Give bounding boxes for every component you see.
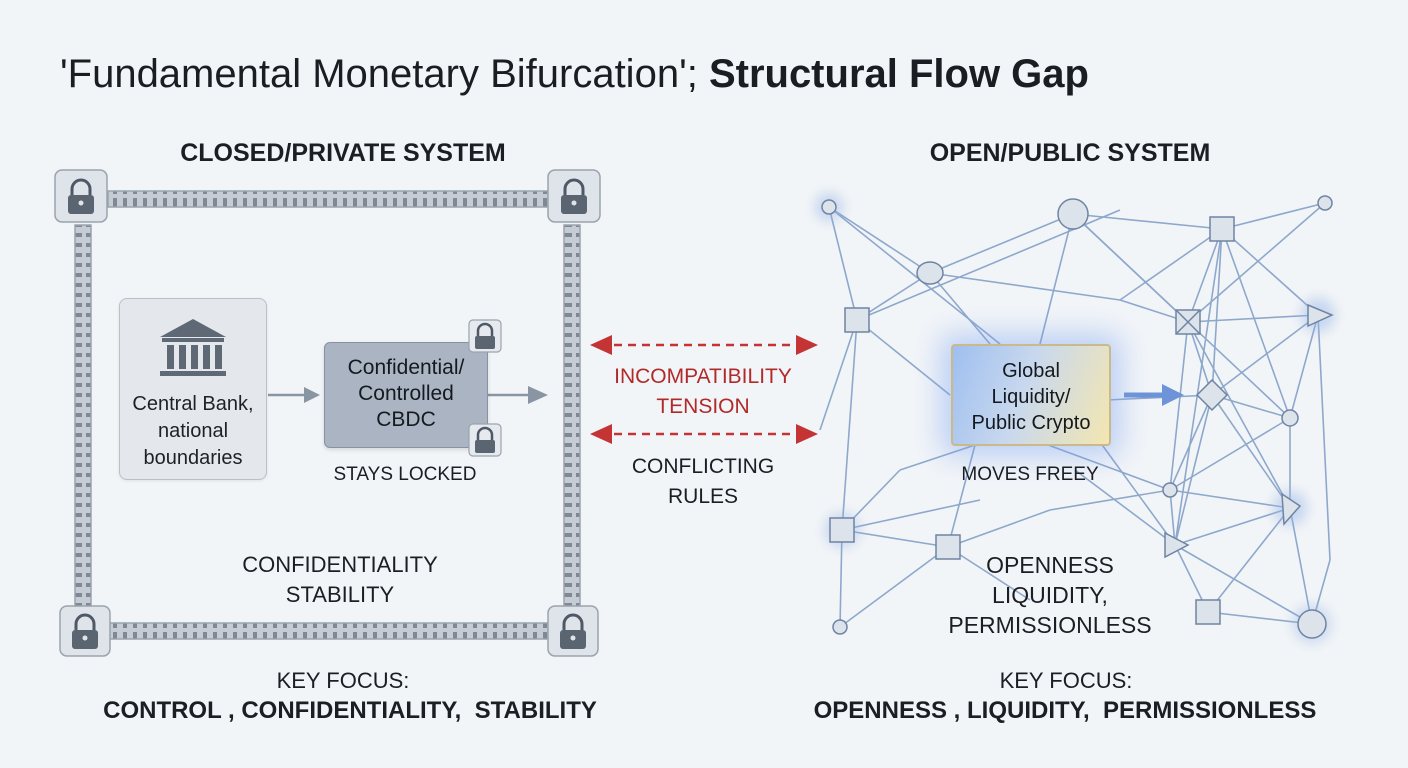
lock-icon xyxy=(59,605,111,657)
network-node xyxy=(1317,195,1333,211)
flow-arrow-cbdc-out xyxy=(488,386,548,404)
network-node xyxy=(1057,198,1089,230)
title-bold: Structural Flow Gap xyxy=(708,52,1089,96)
closed-key-focus-items: CONTROL , CONFIDENTIALITY, STABILITY xyxy=(103,697,597,724)
open-key-focus-items: OPENNESS , LIQUIDITY, PERMISSIONLESS xyxy=(813,697,1317,724)
lock-icon xyxy=(54,169,108,223)
network-node xyxy=(1281,409,1299,427)
network-node xyxy=(1307,303,1334,328)
network-node xyxy=(1281,492,1302,526)
bank-icon xyxy=(160,319,226,376)
open-system-values: OPENNESS LIQUIDITY, PERMISSIONLESS xyxy=(948,552,1152,638)
closed-key-focus-label: KEY FOCUS: xyxy=(276,668,410,693)
open-key-focus-label: KEY FOCUS: xyxy=(999,668,1133,693)
network-node xyxy=(829,517,855,543)
cbdc-box: Confidential/ Controlled CBDC xyxy=(324,342,488,448)
frame-bottom-bar xyxy=(107,622,549,640)
lock-icon xyxy=(547,169,601,223)
lock-icon xyxy=(468,423,502,457)
lock-icon xyxy=(547,605,599,657)
flow-arrow-global-out xyxy=(1124,384,1184,406)
network-node xyxy=(1195,378,1229,412)
open-system-heading: OPEN/PUBLIC SYSTEM xyxy=(929,139,1211,167)
network-node xyxy=(1175,309,1201,335)
flow-arrow-bank-to-cbdc xyxy=(268,387,320,403)
global-liquidity-box: Global Liquidity/ Public Crypto xyxy=(951,344,1111,446)
network-edges xyxy=(819,202,1331,628)
global-label: Global Liquidity/ Public Crypto xyxy=(953,358,1109,436)
global-text: Global Liquidity/ Public Crypto xyxy=(971,360,1091,434)
central-bank-box: Central Bank, national boundaries xyxy=(119,298,267,480)
network-nodes xyxy=(815,193,1335,643)
conflict-label: CONFLICTING RULES xyxy=(631,455,775,508)
central-bank-label: Central Bank, national boundaries xyxy=(120,391,266,472)
global-status: MOVES FREEY xyxy=(961,464,1099,485)
network-node xyxy=(1195,599,1221,625)
cbdc-text: Confidential/ Controlled CBDC xyxy=(347,356,465,431)
tension-label: INCOMPATIBILITY TENSION xyxy=(614,365,792,418)
cbdc-status: STAYS LOCKED xyxy=(333,464,477,485)
tension-arrow-top xyxy=(590,335,818,355)
network-node xyxy=(1209,216,1235,242)
frame-left-bar xyxy=(74,224,92,608)
closed-system-heading: CLOSED/PRIVATE SYSTEM xyxy=(180,139,506,167)
page-title: 'Fundamental Monetary Bifurcation'; Stru… xyxy=(60,52,1089,97)
closed-system-values: CONFIDENTIALITY STABILITY xyxy=(242,552,438,607)
frame-top-bar xyxy=(107,190,549,208)
lock-icon xyxy=(468,319,502,353)
cbdc-label: Confidential/ Controlled CBDC xyxy=(325,355,487,433)
network-node xyxy=(1162,482,1178,498)
network-node xyxy=(832,619,848,635)
network-node xyxy=(916,261,944,285)
tension-arrow-bottom xyxy=(590,424,818,444)
network-node xyxy=(1164,531,1190,559)
central-bank-text: Central Bank, national boundaries xyxy=(132,393,254,469)
network-node xyxy=(1297,609,1327,639)
network-node xyxy=(821,199,837,215)
network-node xyxy=(844,307,870,333)
title-regular: 'Fundamental Monetary Bifurcation'; xyxy=(60,52,698,96)
network-node xyxy=(935,534,961,560)
